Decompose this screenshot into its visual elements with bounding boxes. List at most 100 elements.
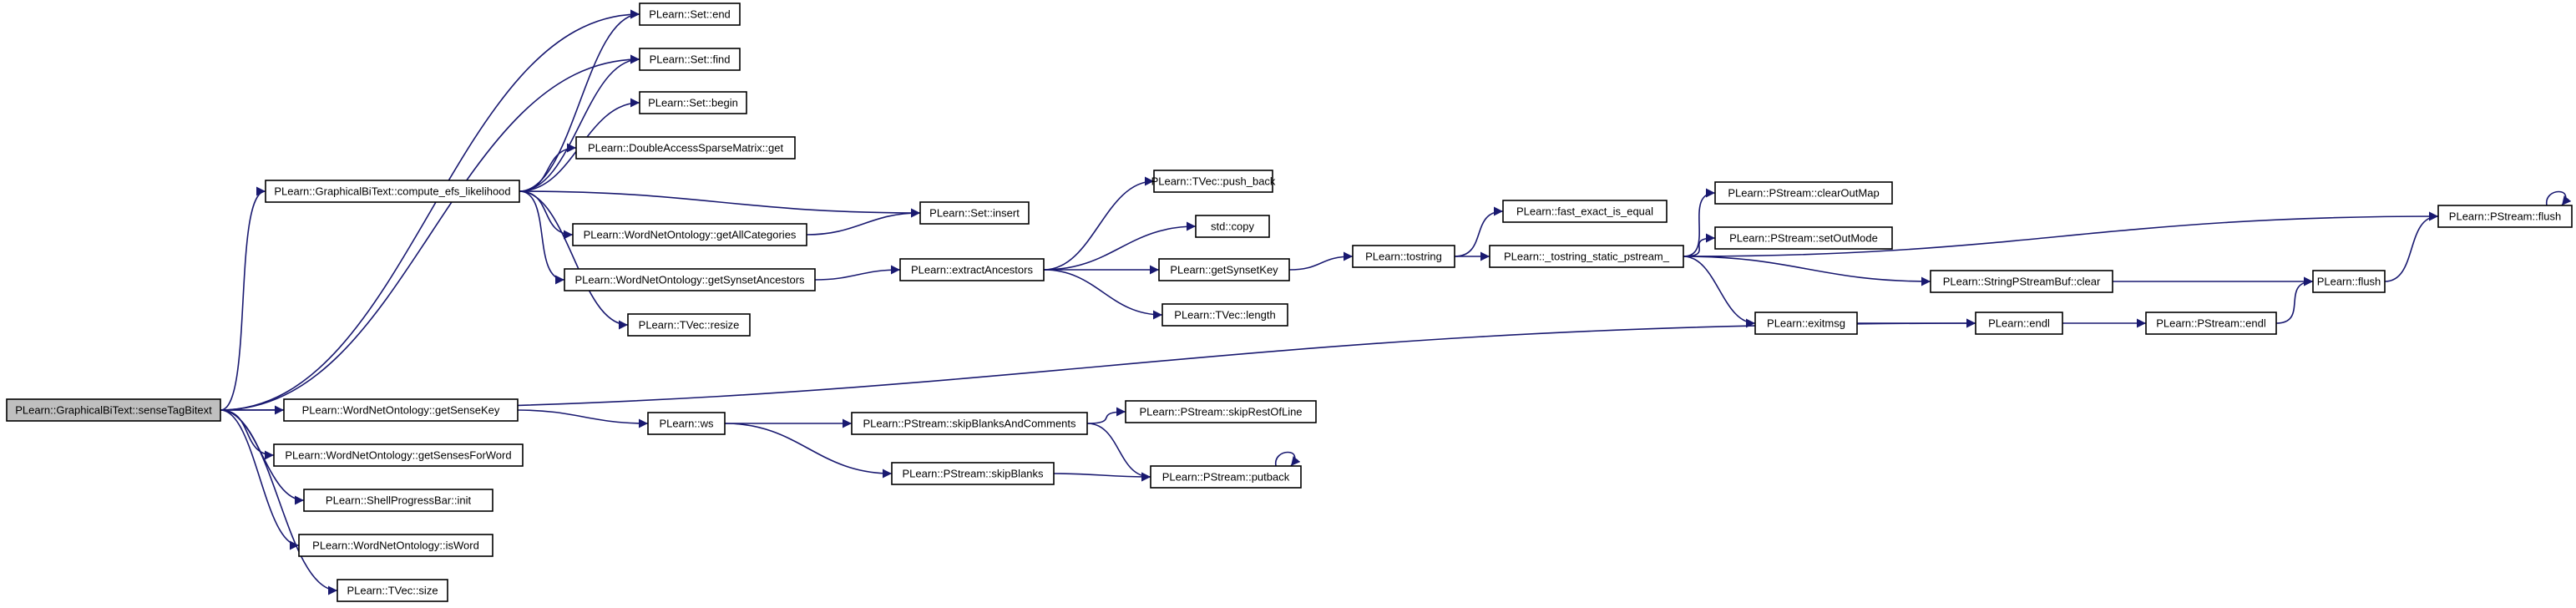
node-label: PLearn::getSynsetKey <box>1170 264 1278 276</box>
node-label: PLearn::Set::end <box>649 8 731 21</box>
node-box <box>572 223 807 246</box>
node-box <box>899 258 1045 281</box>
node-extractAncestors[interactable]: PLearn::extractAncestors <box>899 258 1045 281</box>
node-skipRestOfLine[interactable]: PLearn::PStream::skipRestOfLine <box>1125 400 1317 423</box>
node-label: PLearn::flush <box>2317 276 2381 288</box>
edge-compute-efs-to-set-find <box>519 54 640 192</box>
node-clearOutMap[interactable]: PLearn::PStream::clearOutMap <box>1714 181 1893 205</box>
node-box <box>1502 200 1668 223</box>
edge-getSynsetKey-to-tostring <box>1288 251 1354 271</box>
node-spsb-clear[interactable]: PLearn::StringPStreamBuf::clear <box>1930 270 2113 293</box>
node-set-insert[interactable]: PLearn::Set::insert <box>919 201 1030 225</box>
node-tvec-resize[interactable]: PLearn::TVec::resize <box>627 313 751 337</box>
node-pstream-flush[interactable]: PLearn::PStream::flush <box>2437 205 2573 228</box>
node-set-begin[interactable]: PLearn::Set::begin <box>639 91 747 114</box>
edge-tostring-static-to-pstream-flush <box>1683 211 2439 257</box>
edge-extractAncestors-to-tvec-push-back <box>1043 176 1155 271</box>
node-fast-exact[interactable]: PLearn::fast_exact_is_equal <box>1502 200 1668 223</box>
node-skipBlanks[interactable]: PLearn::PStream::skipBlanks <box>891 462 1055 485</box>
node-flush[interactable]: PLearn::flush <box>2312 270 2386 293</box>
node-getSynsetKey[interactable]: PLearn::getSynsetKey <box>1158 258 1290 281</box>
node-box <box>891 462 1055 485</box>
node-getSenseKey[interactable]: PLearn::WordNetOntology::getSenseKey <box>283 398 519 422</box>
edge-extractAncestors-to-tvec-length <box>1043 269 1163 320</box>
node-label: PLearn::Set::insert <box>929 207 1020 220</box>
node-box <box>639 48 741 71</box>
edge-getAllCategories-to-set-insert <box>806 208 921 236</box>
node-label: PLearn::fast_exact_is_equal <box>1516 205 1653 218</box>
node-set-find[interactable]: PLearn::Set::find <box>639 48 741 71</box>
node-label: PLearn::extractAncestors <box>911 264 1033 276</box>
node-box <box>1352 245 1455 268</box>
node-tvec-length[interactable]: PLearn::TVec::length <box>1161 303 1288 327</box>
node-box <box>283 398 519 422</box>
edge-senseTagBitext-to-getSensesForWord <box>220 409 275 460</box>
node-tvec-size[interactable]: PLearn::TVec::size <box>337 579 448 602</box>
edge-tostring-static-to-spsb-clear <box>1683 256 1931 286</box>
node-endl[interactable]: PLearn::endl <box>1975 312 2063 335</box>
node-box <box>1195 215 1270 238</box>
node-label: PLearn::PStream::skipBlanks <box>902 468 1044 480</box>
node-set-end[interactable]: PLearn::Set::end <box>639 3 741 26</box>
node-label: std::copy <box>1211 220 1255 233</box>
node-tvec-push-back[interactable]: PLearn::TVec::push_back <box>1151 170 1276 193</box>
node-tostring-static[interactable]: PLearn::_tostring_static_pstream_ <box>1489 245 1684 268</box>
node-box <box>1125 400 1317 423</box>
node-label: PLearn::exitmsg <box>1767 317 1845 330</box>
node-label: PLearn::WordNetOntology::getSensesForWor… <box>285 449 511 462</box>
node-box <box>1930 270 2113 293</box>
node-box <box>564 268 816 291</box>
edge-pstream-flush-to-pstream-flush <box>2546 190 2572 206</box>
node-label: PLearn::WordNetOntology::getSenseKey <box>302 404 500 417</box>
node-dasm-get[interactable]: PLearn::DoubleAccessSparseMatrix::get <box>575 136 796 160</box>
node-label: PLearn::ShellProgressBar::init <box>326 494 472 507</box>
node-label: PLearn::GraphicalBiText::senseTagBitext <box>15 404 212 417</box>
node-compute-efs[interactable]: PLearn::GraphicalBiText::compute_efs_lik… <box>265 180 520 203</box>
node-label: PLearn::WordNetOntology::getSynsetAncest… <box>574 274 805 286</box>
node-getSensesForWord[interactable]: PLearn::WordNetOntology::getSensesForWor… <box>273 443 524 467</box>
node-tostring[interactable]: PLearn::tostring <box>1352 245 1455 268</box>
edge-skipBlanksAndComments-to-skipRestOfLine <box>1086 407 1126 424</box>
edge-skipBlanks-to-putback <box>1053 472 1151 482</box>
edge-extractAncestors-to-std-copy <box>1043 221 1197 271</box>
node-box <box>337 579 448 602</box>
node-label: PLearn::PStream::flush <box>2449 210 2561 223</box>
edge-senseTagBitext-to-tvec-size <box>220 409 338 595</box>
node-box <box>1714 226 1893 250</box>
edge-compute-efs-to-getAllCategories <box>519 190 574 240</box>
edge-pstream-endl-to-flush <box>2275 276 2314 324</box>
node-ws[interactable]: PLearn::ws <box>647 412 726 435</box>
node-box <box>298 534 493 557</box>
node-isWord[interactable]: PLearn::WordNetOntology::isWord <box>298 534 493 557</box>
node-box <box>1975 312 2063 335</box>
node-std-copy[interactable]: std::copy <box>1195 215 1270 238</box>
edge-senseTagBitext-to-endl <box>220 318 1976 411</box>
node-senseTagBitext[interactable]: PLearn::GraphicalBiText::senseTagBitext <box>6 398 221 422</box>
node-box <box>2312 270 2386 293</box>
node-label: PLearn::TVec::size <box>347 585 438 597</box>
node-putback[interactable]: PLearn::PStream::putback <box>1150 465 1302 489</box>
node-box <box>647 412 726 435</box>
node-label: PLearn::DoubleAccessSparseMatrix::get <box>588 142 784 155</box>
node-label: PLearn::GraphicalBiText::compute_efs_lik… <box>274 185 510 198</box>
node-exitmsg[interactable]: PLearn::exitmsg <box>1754 312 1858 335</box>
edge-compute-efs-to-getSynsetAncestors <box>519 190 565 285</box>
node-skipBlanksAndComments[interactable]: PLearn::PStream::skipBlanksAndComments <box>851 412 1088 435</box>
node-setOutMode[interactable]: PLearn::PStream::setOutMode <box>1714 226 1893 250</box>
edge-tostring-static-to-setOutMode <box>1683 233 1716 257</box>
node-getSynsetAncestors[interactable]: PLearn::WordNetOntology::getSynsetAncest… <box>564 268 816 291</box>
node-label: PLearn::PStream::skipRestOfLine <box>1139 406 1302 418</box>
node-box <box>639 91 747 114</box>
node-getAllCategories[interactable]: PLearn::WordNetOntology::getAllCategorie… <box>572 223 807 246</box>
node-label: PLearn::StringPStreamBuf::clear <box>1943 276 2101 288</box>
node-pstream-endl[interactable]: PLearn::PStream::endl <box>2145 312 2277 335</box>
node-box <box>1754 312 1858 335</box>
node-label: PLearn::TVec::resize <box>639 319 740 332</box>
edge-getSenseKey-to-ws <box>517 409 649 428</box>
node-box <box>575 136 796 160</box>
edge-tostring-static-to-exitmsg <box>1683 256 1756 328</box>
edge-senseTagBitext-to-set-end <box>220 9 640 411</box>
node-label: PLearn::TVec::length <box>1174 309 1275 322</box>
node-box <box>1714 181 1893 205</box>
node-spb-init[interactable]: PLearn::ShellProgressBar::init <box>303 489 493 512</box>
